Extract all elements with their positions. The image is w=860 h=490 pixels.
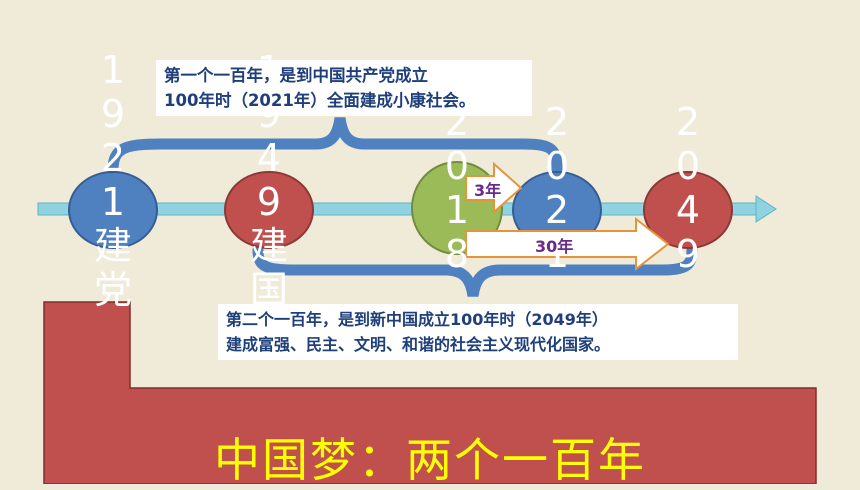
node-1921	[68, 171, 158, 249]
second-centenary-brace	[252, 244, 698, 297]
three-year-label: 3年	[474, 181, 502, 200]
year-label-1921: 1921建党	[93, 48, 132, 312]
first-centenary-brace	[107, 117, 563, 176]
second-callout-line2: 建成富强、民主、文明、和谐的社会主义现代化国家。	[226, 335, 611, 354]
second-centenary-callout: 第二个一百年，是到新中国成立100年时（2049年） 建成富强、民主、文明、和谐…	[218, 304, 738, 360]
second-callout-line1: 第二个一百年，是到新中国成立100年时（2049年）	[226, 310, 608, 329]
first-callout-line2: 100年时（2021年）全面建成小康社会。	[164, 91, 476, 110]
first-callout-line1: 第一个一百年，是到中国共产党成立	[164, 66, 428, 85]
thirty-year-arrow	[465, 216, 670, 272]
first-centenary-callout: 第一个一百年，是到中国共产党成立 100年时（2021年）全面建成小康社会。	[156, 60, 532, 116]
node-1949	[224, 171, 314, 249]
slogan-banner	[43, 301, 817, 484]
year-label-2049: 2049	[675, 100, 701, 276]
year-label-2018: 2018	[444, 100, 470, 276]
three-year-arrow	[465, 161, 523, 215]
thirty-year-label: 30年	[535, 237, 574, 256]
slogan-title: 中国梦：两个一百年	[214, 433, 646, 487]
year-label-2021: 2021	[544, 100, 570, 276]
node-2049	[643, 171, 733, 249]
